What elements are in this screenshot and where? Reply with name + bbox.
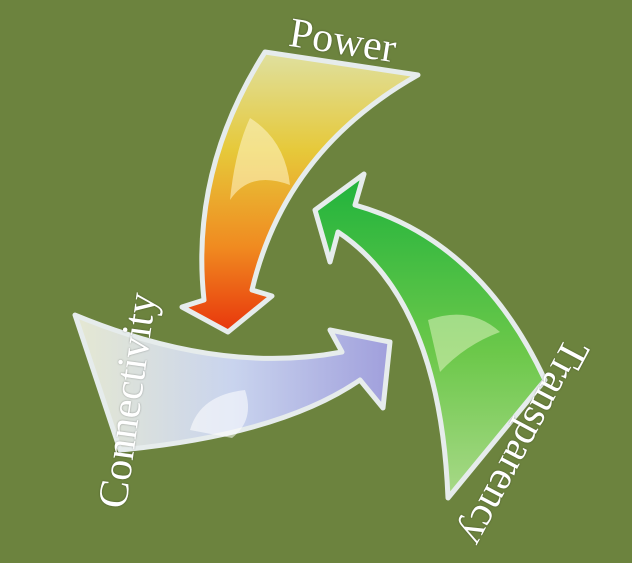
connectivity-arrow [72, 312, 393, 453]
power-arrow [179, 49, 421, 335]
transparency-arrow [312, 171, 548, 501]
